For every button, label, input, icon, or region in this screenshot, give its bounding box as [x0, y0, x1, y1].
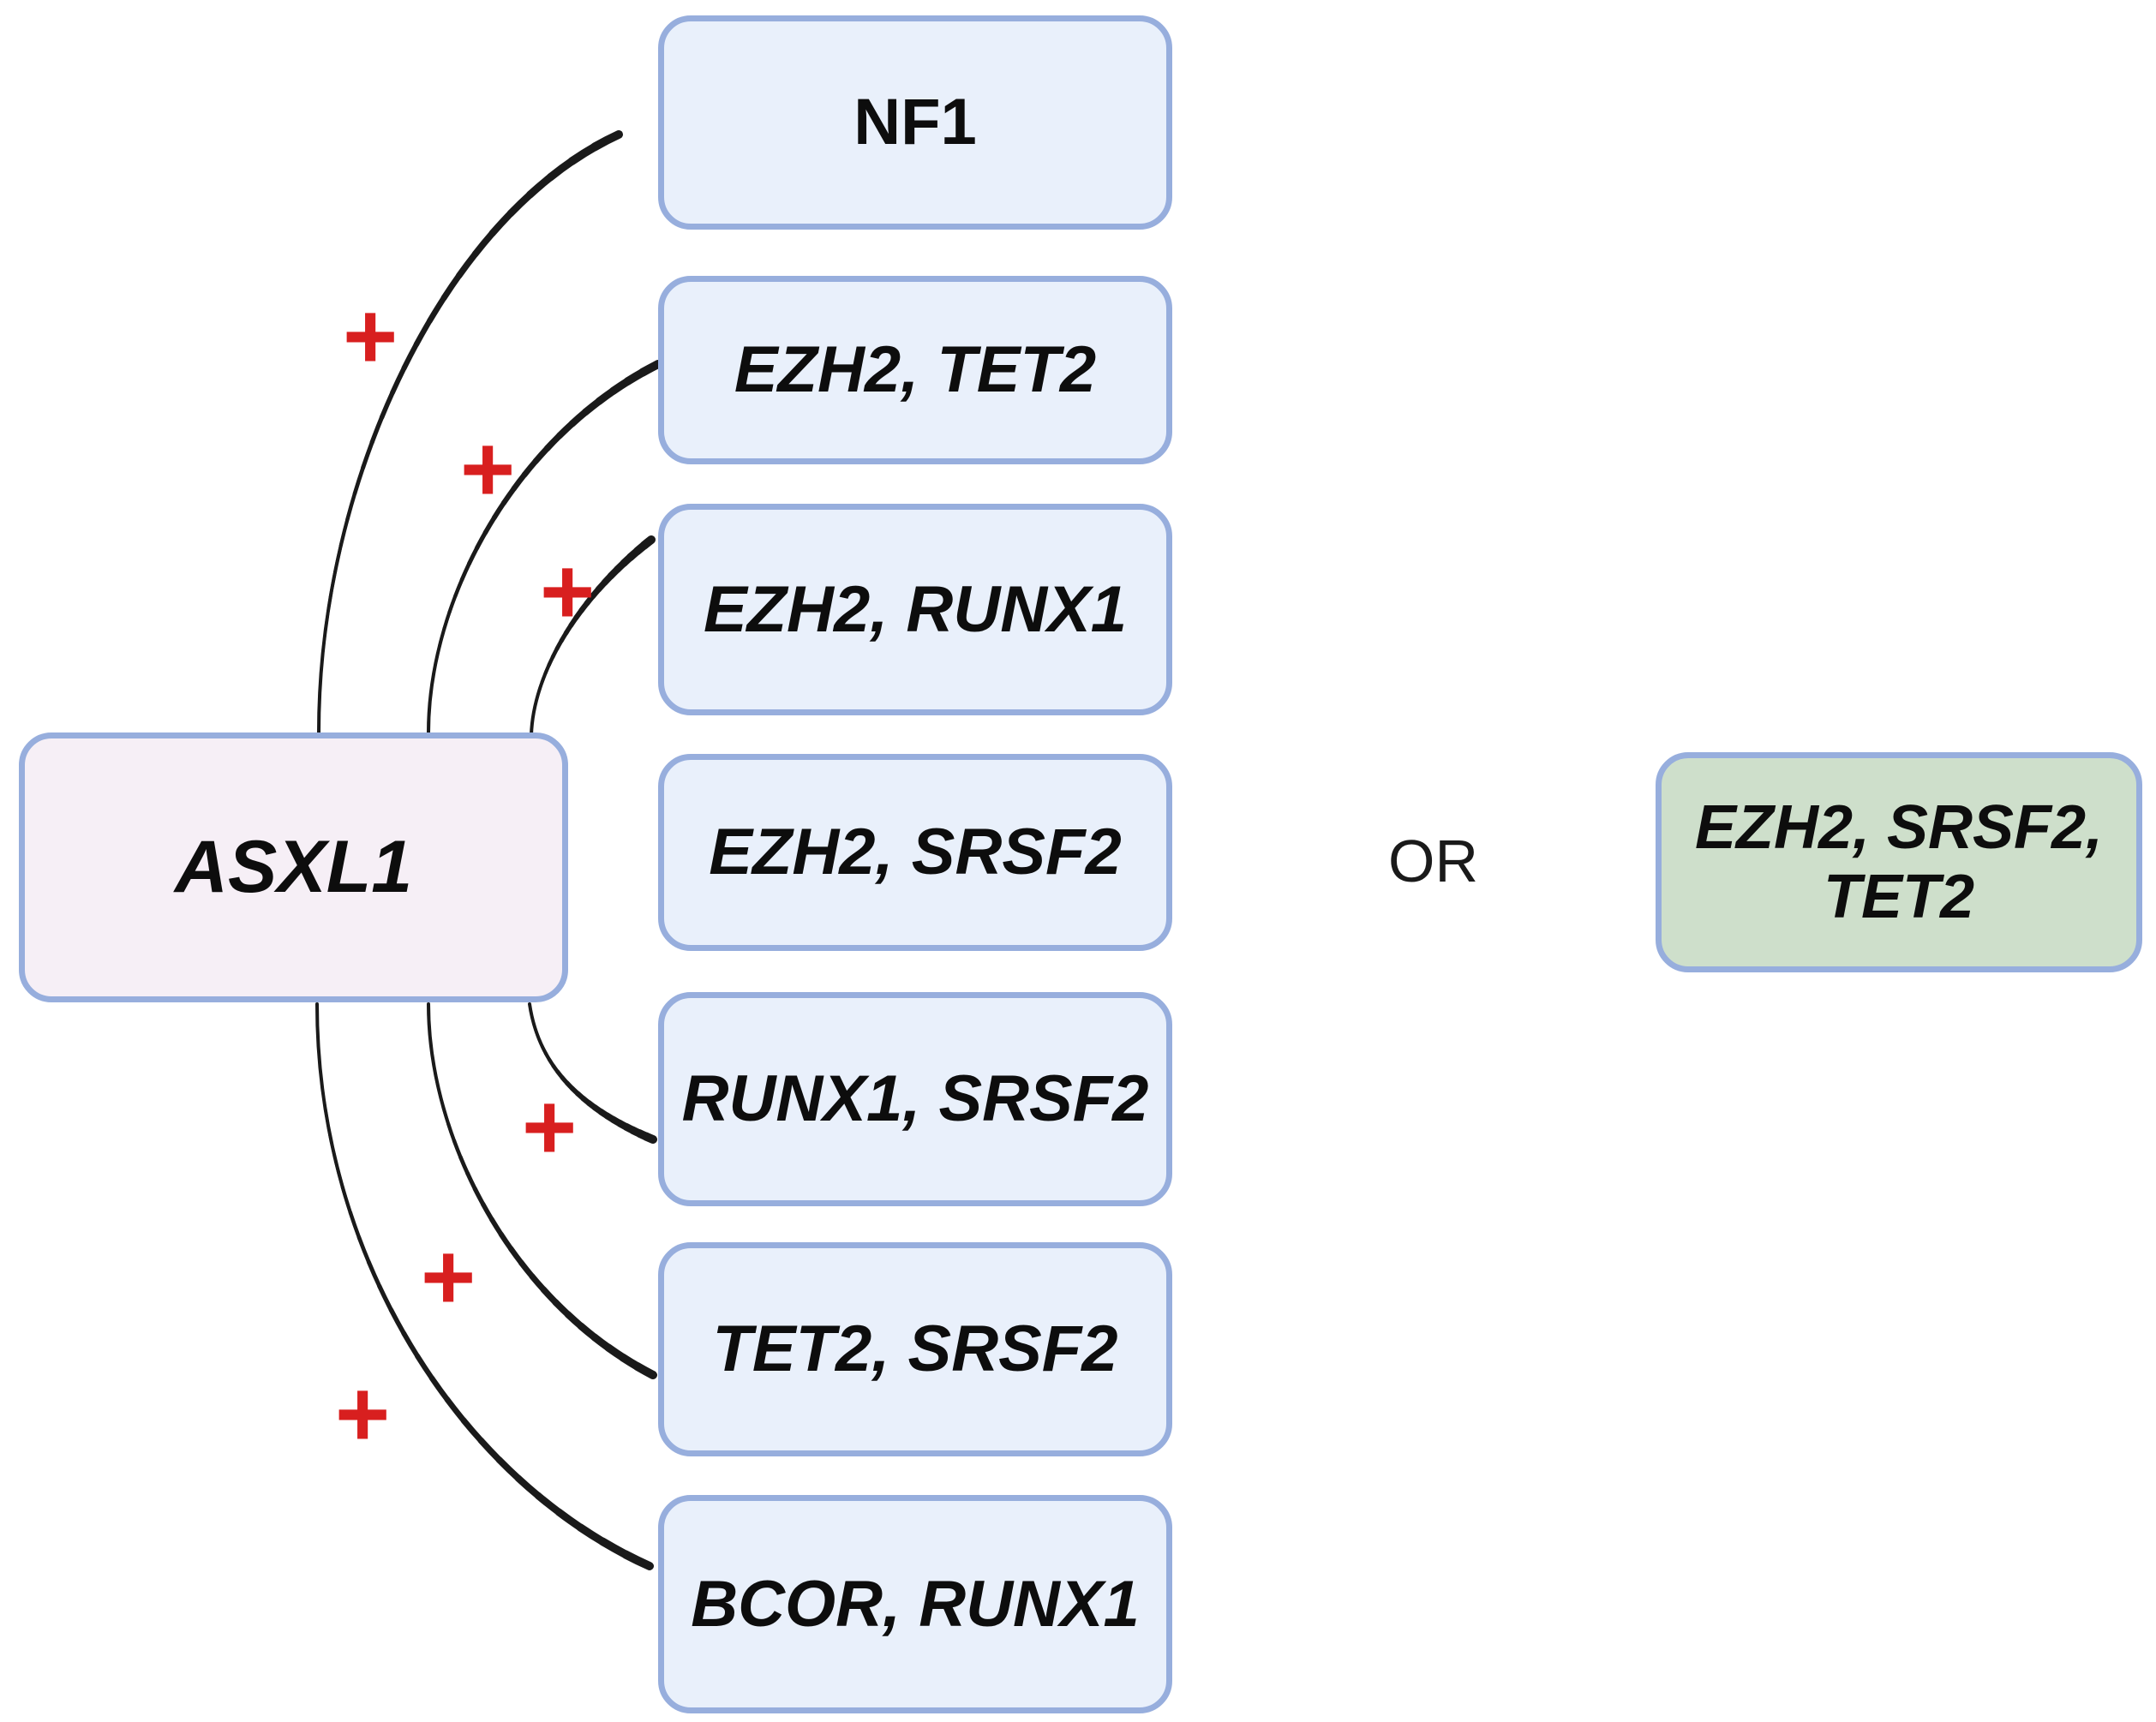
node-tet2-srsf2-label: TET2, SRSF2 [712, 1312, 1118, 1386]
node-runx1-srsf2-label: RUNX1, SRSF2 [681, 1062, 1149, 1136]
edge-bcor-runx1-seg [314, 1002, 652, 1569]
node-ezh2-srsf2-label: EZH2, SRSF2 [709, 816, 1122, 889]
node-alternative-line2: TET2 [1823, 862, 1975, 931]
node-ezh2-srsf2[interactable]: EZH2, SRSF2 [658, 754, 1172, 951]
edge-bcor-runx1-seg [314, 1001, 653, 1570]
plus-icon-runx1-srsf2: + [522, 1074, 578, 1181]
edge-bcor-runx1-seg [314, 1001, 653, 1570]
node-ezh2-runx1[interactable]: EZH2, RUNX1 [658, 504, 1172, 715]
edge-bcor-runx1-seg [315, 1002, 651, 1568]
edge-bcor-runx1-seg [314, 1002, 652, 1569]
edge-bcor-runx1-seg [313, 1000, 654, 1570]
edge-bcor-runx1-seg [315, 1002, 651, 1568]
edge-bcor-runx1-thin [315, 1002, 651, 1568]
node-ezh2-runx1-label: EZH2, RUNX1 [703, 572, 1128, 646]
plus-icon-ezh2-tet2: + [460, 416, 516, 523]
plus-icon-tet2-srsf2: + [421, 1224, 476, 1330]
edge-bcor-runx1-seg [315, 1002, 651, 1568]
node-ezh2-tet2[interactable]: EZH2, TET2 [658, 276, 1172, 464]
plus-icon-bcor-runx1: + [335, 1361, 391, 1468]
edge-bcor-runx1-seg [313, 1000, 654, 1570]
edge-bcor-runx1-seg [315, 1002, 651, 1568]
edge-bcor-runx1-seg [314, 1001, 653, 1570]
edge-bcor-runx1-seg [313, 1000, 654, 1570]
node-ezh2-tet2-label: EZH2, TET2 [734, 333, 1097, 407]
edge-bcor-runx1-seg [315, 1002, 651, 1568]
edge-bcor-runx1-seg [314, 1002, 652, 1569]
node-ezh2-srsf2-tet2-alternative[interactable]: EZH2, SRSF2, TET2 [1656, 752, 2142, 972]
node-runx1-srsf2[interactable]: RUNX1, SRSF2 [658, 992, 1172, 1206]
edge-bcor-runx1-seg [315, 1002, 651, 1568]
node-tet2-srsf2[interactable]: TET2, SRSF2 [658, 1242, 1172, 1456]
node-asxl1[interactable]: ASXL1 [19, 732, 568, 1002]
edge-bcor-runx1-seg [314, 1001, 653, 1570]
node-nf1-label: NF1 [853, 86, 977, 159]
edge-bcor-runx1-seg [314, 1002, 652, 1569]
edge-bcor-runx1-seg [314, 1002, 652, 1569]
edge-bcor-runx1-seg [314, 1001, 653, 1570]
node-alternative-line1: EZH2, SRSF2, [1694, 792, 2104, 862]
edge-bcor-runx1-seg [313, 1000, 654, 1570]
edge-bcor-runx1-seg [315, 1002, 651, 1568]
node-nf1[interactable]: NF1 [658, 15, 1172, 230]
node-bcor-runx1-label: BCOR, RUNX1 [691, 1567, 1140, 1641]
edge-bcor-runx1-seg [313, 1000, 654, 1570]
or-separator-label: OR [1388, 828, 1478, 894]
node-asxl1-label: ASXL1 [174, 826, 413, 909]
plus-icon-nf1: + [343, 284, 398, 390]
node-alternative-label: EZH2, SRSF2, TET2 [1695, 793, 2103, 931]
node-bcor-runx1[interactable]: BCOR, RUNX1 [658, 1495, 1172, 1713]
plus-icon-ezh2-runx1: + [540, 539, 596, 645]
edge-bcor-runx1-seg [314, 1002, 652, 1569]
edge-bcor-runx1-seg [314, 1002, 652, 1569]
edge-bcor-runx1-seg [314, 1001, 653, 1570]
edge-bcor-runx1-seg [313, 1000, 654, 1570]
